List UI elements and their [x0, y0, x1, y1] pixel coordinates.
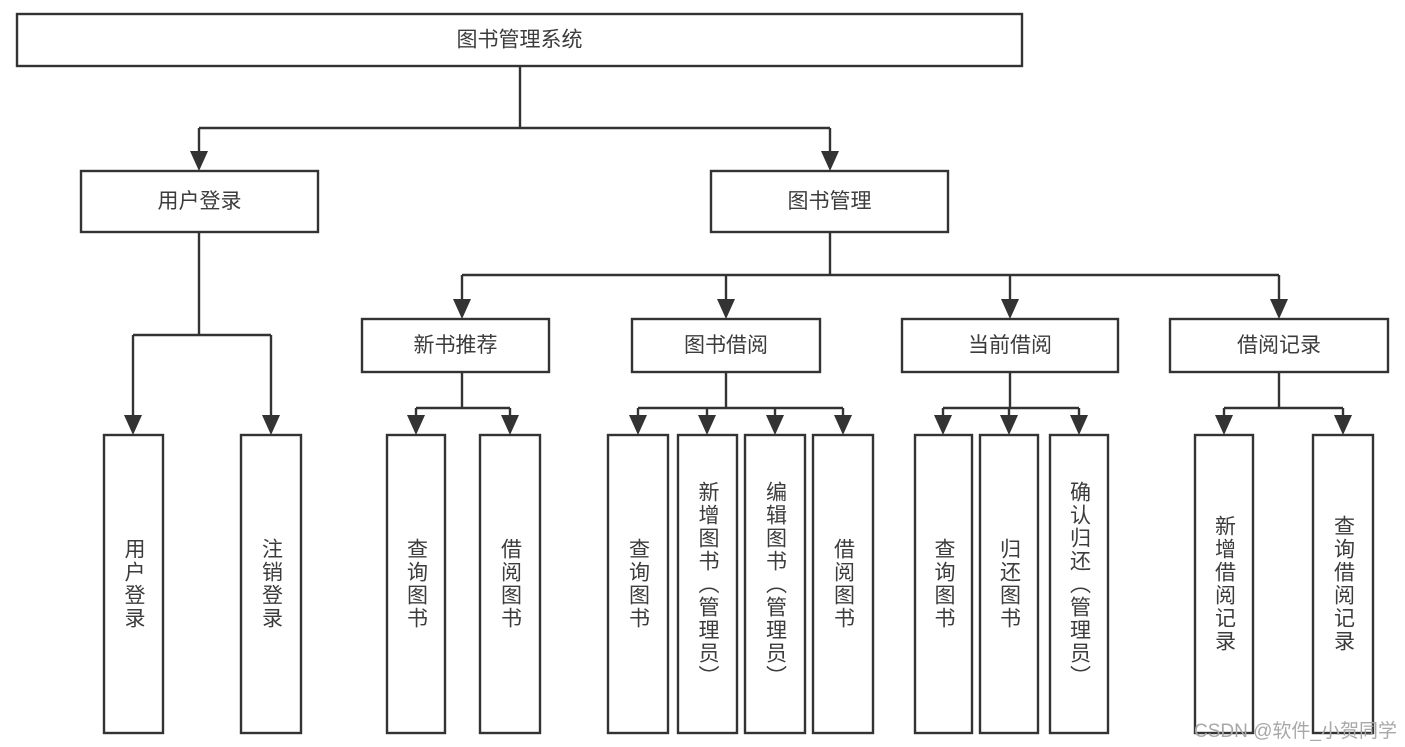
- arrow-head-icon: [766, 415, 784, 435]
- level2-node-1-box[interactable]: [709, 169, 950, 234]
- root-node-box[interactable]: [15, 12, 1024, 68]
- level2-node-0-box[interactable]: [79, 169, 320, 234]
- leaf-node-8-box[interactable]: [913, 433, 974, 735]
- leaf-node-5-box[interactable]: [676, 433, 739, 735]
- arrow-head-icon: [1334, 415, 1352, 435]
- arrow-head-icon: [934, 415, 952, 435]
- arrow-head-icon: [501, 415, 519, 435]
- connectors-layer: [124, 66, 1352, 435]
- arrow-head-icon: [407, 415, 425, 435]
- root-node-label: 图书管理系统: [457, 29, 583, 52]
- leaf-node-10-box[interactable]: [1048, 433, 1110, 735]
- level3-node-1-box[interactable]: [630, 317, 822, 374]
- leaf-node-1-box[interactable]: [239, 433, 303, 735]
- level2-node-0-label: 用户登录: [158, 190, 242, 213]
- watermark-text: CSDN @软件_小贺同学: [1194, 721, 1397, 742]
- arrow-head-icon: [1215, 415, 1233, 435]
- leaf-node-2-box[interactable]: [385, 433, 447, 735]
- arrow-head-icon: [821, 151, 839, 171]
- level2-node-1-label: 图书管理: [788, 190, 872, 213]
- arrow-head-icon: [453, 299, 471, 319]
- arrow-head-icon: [717, 299, 735, 319]
- leaf-node-4-box[interactable]: [606, 433, 670, 735]
- level3-node-1-label: 图书借阅: [684, 334, 768, 357]
- arrow-head-icon: [1000, 415, 1018, 435]
- arrow-head-icon: [190, 151, 208, 171]
- arrow-head-icon: [1001, 299, 1019, 319]
- arrow-head-icon: [124, 415, 142, 435]
- arrow-head-icon: [262, 415, 280, 435]
- arrow-head-icon: [629, 415, 647, 435]
- leaf-node-12-box[interactable]: [1311, 433, 1375, 735]
- arrow-head-icon: [1270, 299, 1288, 319]
- boxes-layer: [15, 12, 1390, 735]
- leaf-node-0-box[interactable]: [102, 433, 165, 735]
- level3-node-3-label: 借阅记录: [1237, 334, 1321, 357]
- level3-node-2-label: 当前借阅: [968, 334, 1052, 357]
- leaf-node-9-box[interactable]: [978, 433, 1040, 735]
- level3-node-0-box[interactable]: [360, 317, 551, 374]
- arrow-head-icon: [834, 415, 852, 435]
- level3-node-3-box[interactable]: [1168, 317, 1390, 374]
- leaf-node-7-box[interactable]: [811, 433, 875, 735]
- leaf-node-3-box[interactable]: [478, 433, 542, 735]
- level3-node-0-label: 新书推荐: [414, 334, 498, 357]
- arrow-head-icon: [698, 415, 716, 435]
- leaf-node-6-box[interactable]: [743, 433, 807, 735]
- leaf-node-11-box[interactable]: [1193, 433, 1255, 735]
- arrow-head-icon: [1070, 415, 1088, 435]
- level3-node-2-box[interactable]: [900, 317, 1120, 374]
